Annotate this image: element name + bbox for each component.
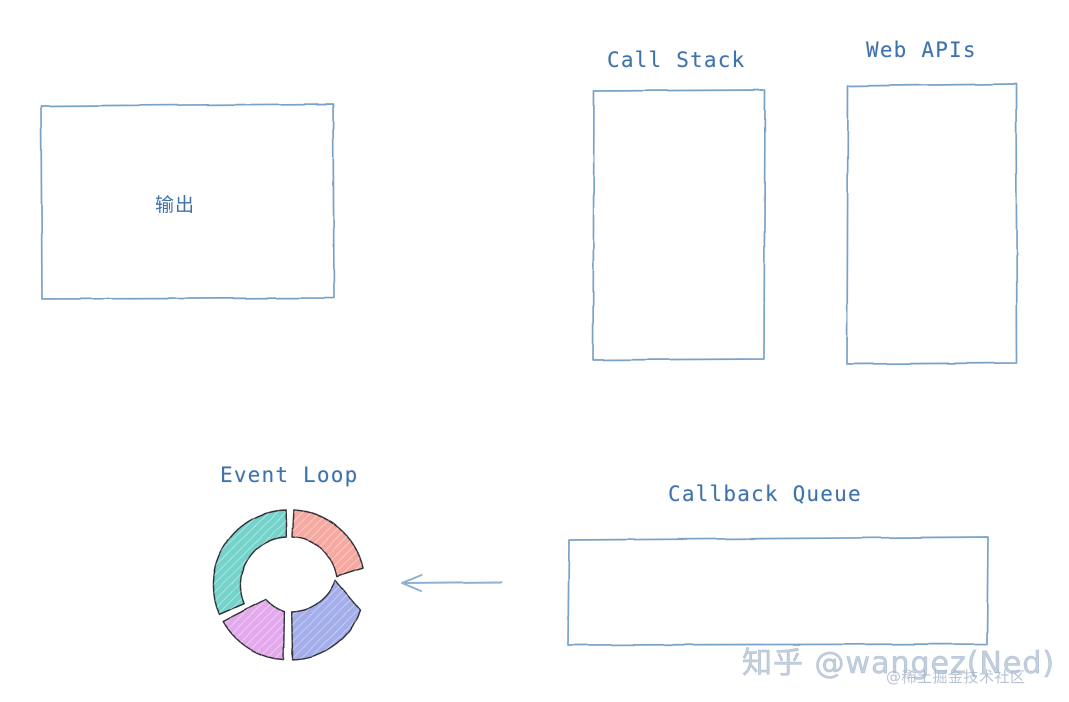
pink-segment <box>222 598 286 661</box>
event-loop-label: Event Loop <box>220 463 359 487</box>
web-apis-box <box>846 83 1018 365</box>
output-box <box>40 103 335 300</box>
watermark-primary: 知乎 @wangez(Ned) <box>742 646 1056 682</box>
callback-queue-label: Callback Queue <box>668 482 862 506</box>
web-apis-label: Web APIs <box>866 38 977 62</box>
event-loop-donut <box>212 509 364 661</box>
call-stack-box <box>592 89 766 361</box>
callback-queue-box <box>567 536 989 646</box>
call-stack-label: Call Stack <box>607 48 746 72</box>
teal-segment <box>212 509 288 615</box>
watermark-secondary: @稀土掘金技术社区 <box>886 668 1026 686</box>
output-box-label: 输出 <box>155 194 196 216</box>
salmon-segment <box>291 509 364 578</box>
blue-segment <box>291 579 362 661</box>
callback-queue-to-event-loop-arrow <box>401 574 503 592</box>
